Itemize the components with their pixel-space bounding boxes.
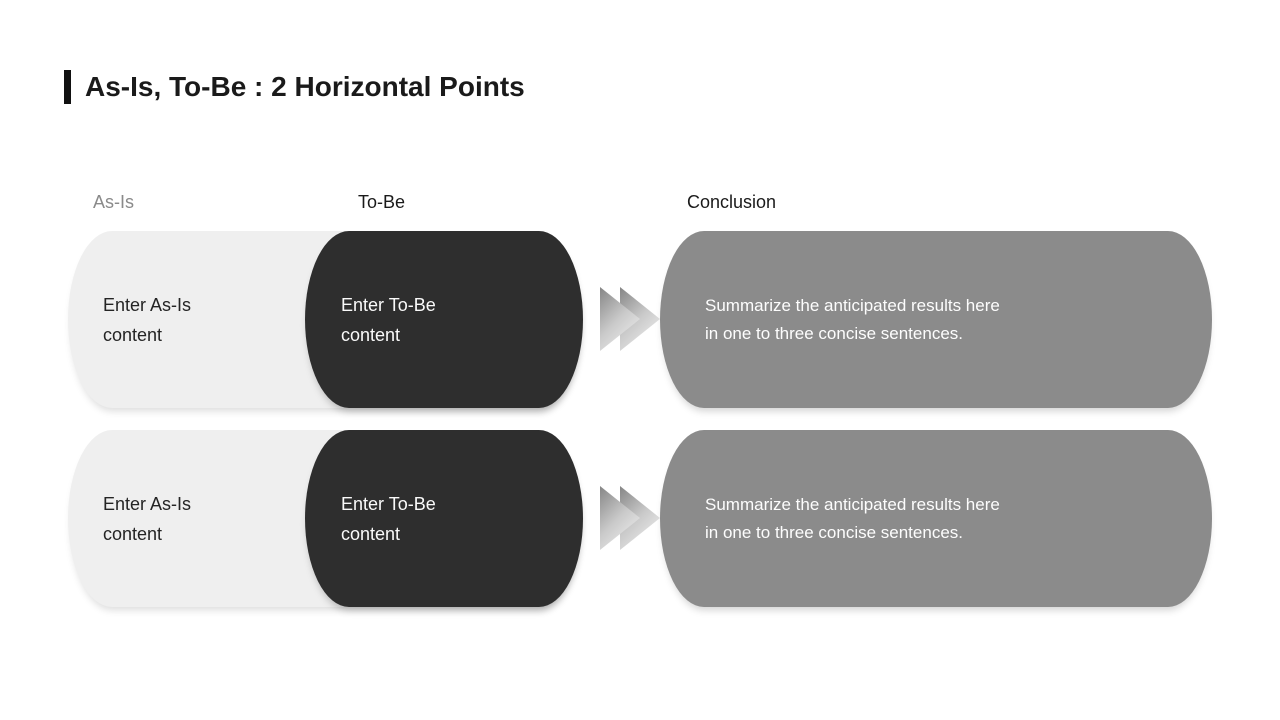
as-is-text-line2: content bbox=[103, 324, 163, 345]
page-title: As-Is, To-Be : 2 Horizontal Points bbox=[85, 71, 525, 102]
column-header-as-is: As-Is bbox=[93, 192, 135, 212]
double-chevron-icon bbox=[600, 287, 660, 352]
conclusion-pill: Summarize the anticipated results here i… bbox=[660, 231, 1212, 408]
as-is-placeholder-text: Enter As-Is content bbox=[68, 489, 191, 549]
diagram-row: Enter As-Is content Enter To-Be content … bbox=[0, 430, 1280, 607]
title-accent-bar bbox=[64, 70, 71, 104]
conclusion-placeholder-text: Summarize the anticipated results here i… bbox=[660, 491, 1000, 547]
to-be-text-line1: Enter To-Be bbox=[341, 294, 436, 315]
to-be-text-line1: Enter To-Be bbox=[341, 493, 436, 514]
to-be-pill: Enter To-Be content bbox=[305, 231, 583, 408]
double-chevron-icon bbox=[600, 486, 660, 551]
column-header-to-be: To-Be bbox=[358, 192, 406, 212]
conclusion-pill: Summarize the anticipated results here i… bbox=[660, 430, 1212, 607]
to-be-pill: Enter To-Be content bbox=[305, 430, 583, 607]
conclusion-text-line2: in one to three concise sentences. bbox=[705, 522, 963, 542]
conclusion-text-line1: Summarize the anticipated results here bbox=[705, 295, 1000, 315]
to-be-placeholder-text: Enter To-Be content bbox=[305, 290, 436, 350]
as-is-placeholder-text: Enter As-Is content bbox=[68, 290, 191, 350]
as-is-text-line1: Enter As-Is bbox=[103, 294, 192, 315]
to-be-placeholder-text: Enter To-Be content bbox=[305, 489, 436, 549]
conclusion-text-line1: Summarize the anticipated results here bbox=[705, 494, 1000, 514]
as-is-text-line1: Enter As-Is bbox=[103, 493, 192, 514]
to-be-text-line2: content bbox=[341, 523, 401, 544]
to-be-text-line2: content bbox=[341, 324, 401, 345]
title-block: As-Is, To-Be : 2 Horizontal Points bbox=[64, 70, 525, 104]
column-header-conclusion: Conclusion bbox=[687, 192, 777, 212]
as-is-text-line2: content bbox=[103, 523, 163, 544]
diagram-row: Enter As-Is content Enter To-Be content … bbox=[0, 231, 1280, 408]
conclusion-text-line2: in one to three concise sentences. bbox=[705, 323, 963, 343]
conclusion-placeholder-text: Summarize the anticipated results here i… bbox=[660, 292, 1000, 348]
